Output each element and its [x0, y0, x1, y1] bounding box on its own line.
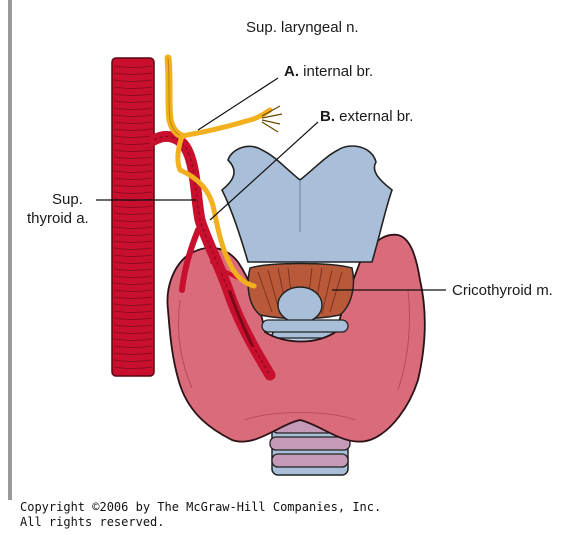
carotid-artery — [112, 58, 154, 376]
copyright-notice: Copyright ©2006 by The McGraw-Hill Compa… — [20, 500, 381, 530]
copyright-line-2: All rights reserved. — [20, 515, 381, 530]
label-internal-text: internal br. — [299, 63, 373, 80]
label-external-branch: B. external br. — [320, 108, 413, 125]
label-internal-branch: A. internal br. — [284, 63, 373, 80]
label-internal-letter: A. — [284, 63, 299, 80]
label-external-letter: B. — [320, 108, 335, 125]
label-external-text: external br. — [335, 108, 413, 125]
cricothyroid-muscle — [248, 264, 353, 333]
label-sup-thyroid-line1: Sup. — [52, 191, 83, 208]
label-sup-laryngeal-nerve: Sup. laryngeal n. — [246, 19, 359, 36]
copyright-line-1: Copyright ©2006 by The McGraw-Hill Compa… — [20, 500, 381, 515]
label-sup-thyroid-line2: thyroid a. — [27, 210, 89, 227]
label-cricothyroid-muscle: Cricothyroid m. — [452, 282, 553, 299]
thyroid-cartilage — [222, 146, 392, 262]
